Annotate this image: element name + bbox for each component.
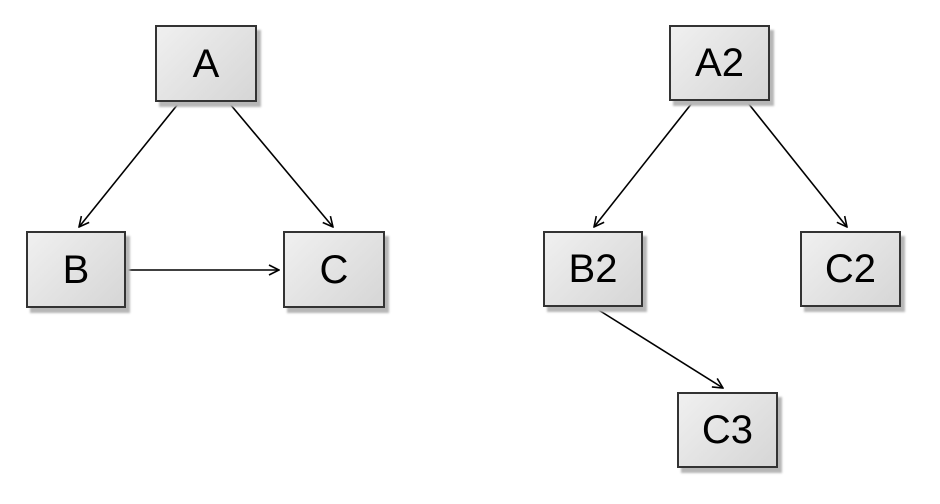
edge-B2-C3 [596,308,723,388]
edge-A-C [229,103,333,227]
node-C2[interactable]: C2 [800,231,901,307]
node-B-label: B [62,247,90,292]
node-A2[interactable]: A2 [669,25,770,101]
node-A[interactable]: A [155,25,257,102]
node-C[interactable]: C [283,231,385,308]
node-A-label: A [192,41,220,86]
node-B2-label: B2 [568,247,618,291]
node-B2[interactable]: B2 [543,231,643,307]
node-B[interactable]: B [26,231,126,308]
edge-A2-B2 [594,102,693,227]
node-A2-label: A2 [695,41,744,85]
edge-A2-C2 [747,102,847,227]
edge-A-B [79,103,179,227]
node-C2-label: C2 [824,247,877,291]
node-C-label: C [319,247,349,292]
node-C3[interactable]: C3 [677,392,778,468]
node-C3-label: C3 [701,408,754,452]
